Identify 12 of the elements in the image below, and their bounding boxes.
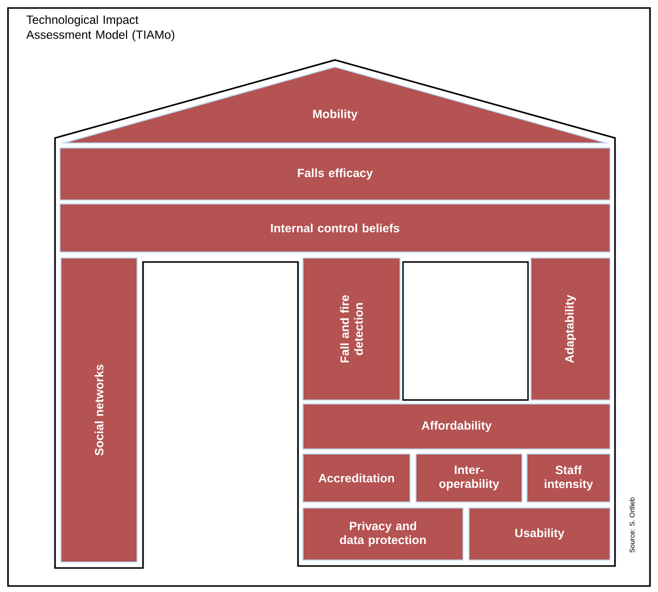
block-box: Usability	[468, 508, 610, 560]
block-box: Affordability	[302, 404, 610, 450]
block-box: Staff intensity	[526, 454, 610, 502]
block-box: Privacy and data protection	[302, 508, 464, 560]
pillar-box: Fall and fire detection	[302, 258, 400, 400]
pillar-box: Social networks	[60, 258, 138, 562]
block-box: Accreditation	[302, 454, 410, 502]
block-box: Internal control beliefs	[60, 204, 610, 252]
block-box: Inter-operability	[416, 454, 522, 502]
title: Technological Impact Assessment Model (TIAMo)	[26, 15, 174, 42]
pillar-box: Adaptability	[530, 258, 610, 400]
block-box: Falls efficacy	[60, 148, 610, 200]
